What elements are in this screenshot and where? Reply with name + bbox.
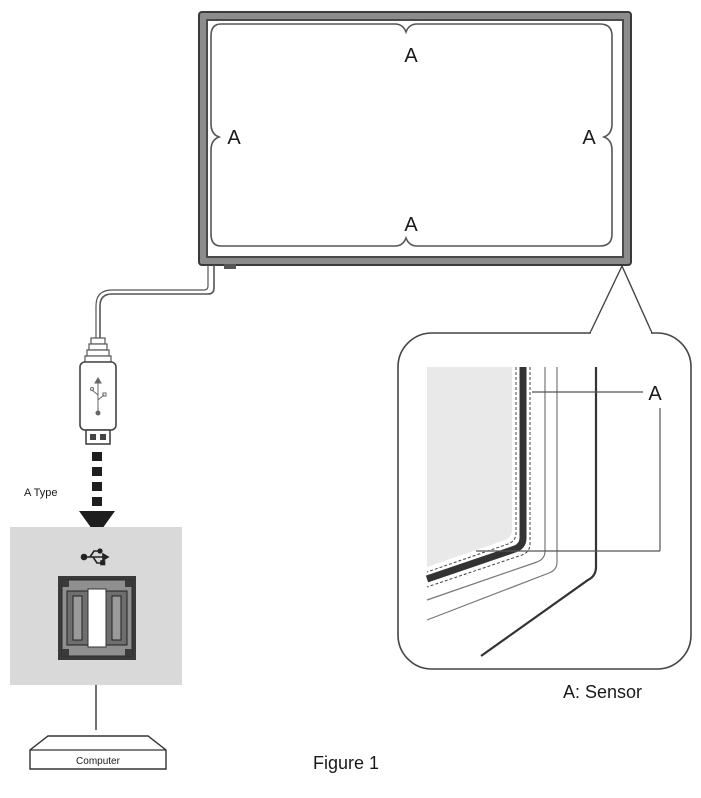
insert-arrow-head [79, 511, 115, 536]
usb-cable [95, 265, 215, 340]
usb-port-tongue [87, 588, 107, 648]
zoom-sensor-band [425, 367, 527, 583]
monitor: A A A A [198, 11, 632, 269]
connector-type-label: A Type [24, 487, 57, 499]
sensor-legend: A: Sensor [563, 682, 642, 702]
computer: Computer [29, 735, 167, 770]
monitor-screen-outline [210, 23, 613, 247]
usb-plug [79, 337, 117, 445]
sensor-label-right: A [582, 127, 596, 149]
figure-caption: Figure 1 [313, 753, 379, 773]
usb-symbol-icon [80, 548, 110, 566]
usb-plug-symbol-icon [90, 377, 107, 416]
computer-usb-panel [10, 527, 182, 685]
sensor-label-bottom: A [404, 214, 418, 236]
monitor-cable-port [224, 264, 236, 269]
zoom-sensor-label: A [648, 383, 662, 405]
usb-cable-inner [95, 265, 209, 340]
usb-cable-outer [99, 265, 215, 340]
computer-label: Computer [76, 756, 121, 767]
sensor-label-top: A [404, 45, 418, 67]
zoom-screen-area [427, 367, 512, 567]
sensor-label-left: A [227, 127, 241, 149]
insert-arrow [79, 452, 115, 536]
usb-plug-tip [85, 429, 111, 445]
zoom-callout: A [397, 265, 692, 670]
